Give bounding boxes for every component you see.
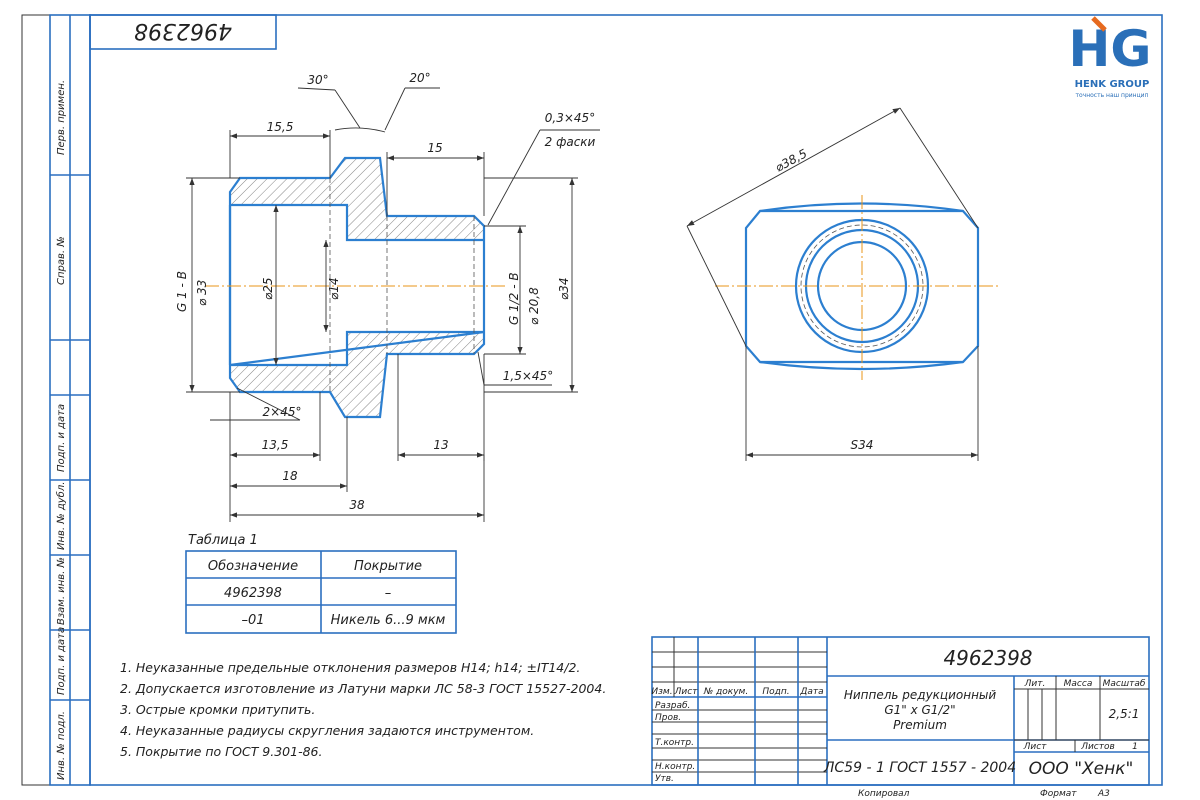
dim-13-5: 13,5 [262,438,289,452]
dim-angle-30: 30° [307,73,328,87]
label-mass: Масса [1064,679,1093,689]
side-label-sign-date-1: Подп. и дата [56,404,67,472]
side-label-orig-inv: Инв. № подл. [56,711,67,780]
chamfer-left-label: 2×45° [263,405,302,419]
side-label-repl-inv: Взам. инв. № [56,557,67,625]
label-scale: Масштаб [1103,679,1146,689]
col-header-izm: Изм. [651,687,672,697]
company-logo: HG HENK GROUP точность наш принцип [1069,16,1152,99]
footer: Копировал Формат А3 [858,789,1110,799]
chamfer-note-2: 2 фаски [545,135,596,149]
label-sheet: Лист [1023,742,1048,752]
variants-table: Таблица 1 Обозначение Покрытие 4962398 –… [185,533,457,634]
title-company: ООО "Хенк" [1029,759,1134,779]
dia-20-8-label: ⌀ 20,8 [527,287,541,325]
chamfer-right-label: 1,5×45° [503,369,553,383]
title-name-line3: Premium [893,718,947,732]
dia-14-label: ⌀14 [327,278,341,301]
role-tcontrol: Т.контр. [655,738,694,748]
logo-tagline: точность наш принцип [1076,92,1149,99]
top-number-box: 4962398 [89,14,277,50]
s34-label: S34 [851,438,874,452]
side-label-dup-inv: Инв. № дубл. [55,482,67,550]
format-label: Формат [1040,789,1077,799]
table-cell: –01 [241,613,264,628]
col-header-list: Лист [674,687,699,697]
scale-value: 2,5:1 [1109,707,1140,721]
note-1: 1. Неуказанные предельные отклонения раз… [120,660,580,675]
note-5: 5. Покрытие по ГОСТ 9.301-86. [120,744,322,759]
dim-13: 13 [433,438,448,452]
title-name-line2: G1" x G1/2" [884,703,955,717]
dim-15-5: 15,5 [267,120,294,134]
side-label-ref: Справ. № [56,236,67,285]
title-material: ЛС59 - 1 ГОСТ 1557 - 2004 [823,760,1016,776]
col-header-date: Дата [799,687,823,697]
note-3: 3. Острые кромки притупить. [120,702,315,717]
section-view [205,156,505,419]
thread-right-label: G 1/2 - B [507,272,521,325]
dia-25-label: ⌀25 [261,278,275,301]
copied-label: Копировал [858,789,910,799]
col-header-sign: Подп. [762,687,789,697]
label-sheets: Листов [1080,742,1115,752]
side-labels: Перв. примен. Справ. № Подп. и дата Инв.… [55,80,67,780]
note-2: 2. Допускается изготовление из Латуни ма… [120,681,606,696]
sheet-frame [21,14,1163,786]
table-caption: Таблица 1 [188,533,258,548]
role-approved: Утв. [655,774,674,784]
sheets-value: 1 [1132,742,1138,752]
logo-letters: HG [1069,20,1152,78]
title-designation: 4962398 [943,646,1032,670]
side-label-sign-date-2: Подп. и дата [56,627,67,695]
logo-company: HENK GROUP [1075,79,1150,90]
role-developed: Разраб. [655,701,690,711]
label-lit: Лит. [1024,679,1046,689]
dim-18: 18 [282,469,298,483]
hex-dimensions: ⌀38,5 S34 [686,107,979,461]
dim-15: 15 [427,141,442,155]
chamfer-note-1: 0,3×45° [545,111,595,125]
dia-33-label: ⌀ 33 [195,280,209,306]
dim-angle-20: 20° [409,71,430,85]
format-value: А3 [1097,789,1110,799]
col-header-doc: № докум. [703,687,748,697]
section-dimensions: 15,5 15 30° 20° 0,3×45° 2 фаски G 1 - B … [175,71,600,522]
thread-left-label: G 1 - B [175,271,189,312]
table-header-coating: Покрытие [354,559,422,574]
hex-view [715,195,1000,380]
technical-notes: 1. Неуказанные предельные отклонения раз… [120,660,606,759]
role-ncontrol: Н.контр. [655,762,695,772]
dia-34-label: ⌀34 [557,278,571,301]
side-label-first-use: Перв. примен. [56,80,67,155]
title-block: Изм. Лист № докум. Подп. Дата Разраб. Пр… [651,636,1150,786]
table-cell: – [385,586,392,601]
table-cell: Никель 6...9 мкм [331,613,446,628]
dim-38: 38 [349,498,365,512]
table-header-designation: Обозначение [208,559,298,574]
dia-38-5-label: ⌀38,5 [773,146,810,174]
table-cell: 4962398 [224,586,282,601]
note-4: 4. Неуказанные радиусы скругления задают… [120,723,534,738]
top-drawing-number: 4962398 [134,18,232,43]
title-name-line1: Ниппель редукционный [844,688,997,702]
role-checked: Пров. [655,713,681,723]
